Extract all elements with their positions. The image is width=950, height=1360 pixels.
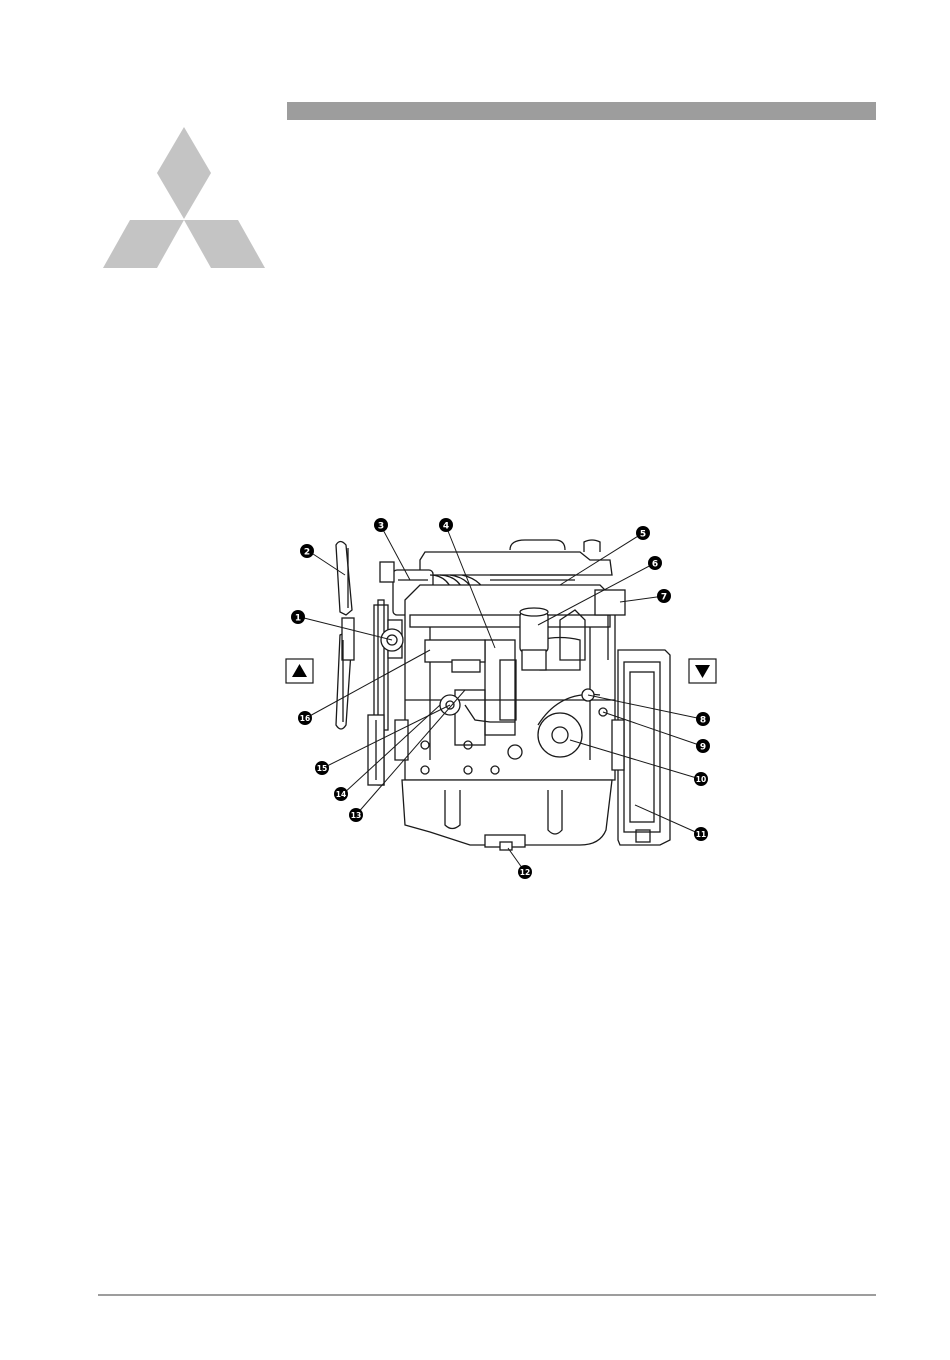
callout-7: 7	[661, 593, 667, 603]
callout-9: 9	[700, 743, 706, 753]
callout-10: 10	[696, 775, 706, 784]
callout-2: 2	[304, 548, 310, 558]
cooling-fan	[336, 542, 354, 730]
callout-3: 3	[378, 522, 384, 532]
rocker-cover	[420, 540, 612, 575]
up-triangle-icon	[286, 659, 313, 683]
callout-14: 14	[336, 790, 346, 799]
engine-diagram: 1 2 3 4 5 6 7 8 9 10 11 12 13 14 15 16	[280, 510, 730, 900]
callout-1: 1	[295, 614, 301, 624]
down-triangle-icon	[689, 659, 716, 683]
callout-12: 12	[520, 868, 530, 877]
callout-6: 6	[652, 560, 658, 570]
header-bar	[287, 102, 876, 120]
three-diamond-logo	[100, 125, 268, 270]
callout-8: 8	[700, 716, 706, 726]
footer-rule	[98, 1294, 876, 1296]
callout-13: 13	[351, 811, 361, 820]
flywheel-housing	[612, 650, 670, 845]
engine-block	[395, 585, 615, 780]
callout-16: 16	[300, 714, 310, 723]
callout-5: 5	[640, 530, 646, 540]
callout-11: 11	[696, 830, 706, 839]
oil-pan	[402, 780, 612, 850]
callout-4: 4	[443, 522, 449, 532]
callout-15: 15	[317, 764, 327, 773]
